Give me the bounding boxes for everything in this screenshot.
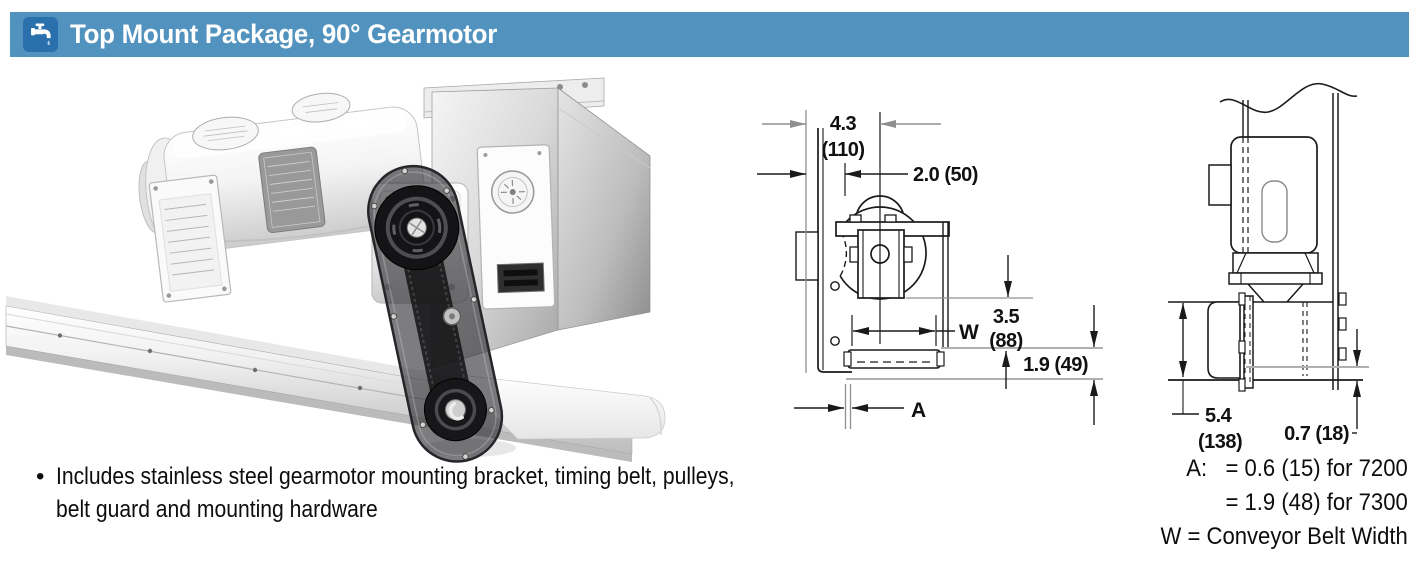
belt-guard (367, 164, 504, 463)
washdown-faucet-icon (23, 17, 58, 52)
page-title: Top Mount Package, 90° Gearmotor (70, 19, 498, 49)
offset-a-label: A (911, 399, 926, 422)
legend-line-a-7200: A: = 0.6 (15) for 7200 (1186, 455, 1408, 482)
faucet-glyph (31, 23, 51, 46)
dim-lip-label: 0.7 (18) (1284, 423, 1349, 445)
front-view-diagram: 4.3 (110) 2.0 (50) W 3.5 (88) 1.9 (49) A (757, 110, 1103, 429)
extension-lines (805, 110, 1033, 429)
dim-bracket-in-label: 4.3 (830, 113, 857, 135)
controller-box (476, 144, 556, 310)
dim-bracket-mm-label: (110) (821, 139, 864, 161)
dim-offset-label: 2.0 (50) (913, 164, 978, 186)
belt-width-label: W (959, 321, 979, 344)
top-pulley (374, 185, 460, 271)
switch-window (496, 262, 545, 294)
note-line-2: belt guard and mounting hardware (56, 496, 379, 523)
dimension-legend: A: = 0.6 (15) for 7200 = 1.9 (48) for 73… (1139, 452, 1408, 554)
dim-clearance-in-label: 3.5 (993, 306, 1020, 328)
side-view-drawing (1168, 83, 1363, 392)
legend-line-a-7300: = 1.9 (48) for 7300 (1225, 489, 1408, 516)
dim-clearance-mm-label: (88) (989, 330, 1023, 352)
tensioner-bolt (442, 307, 462, 326)
dim-height-in-label: 5.4 (1205, 405, 1233, 427)
legend-line-w: W = Conveyor Belt Width (1160, 523, 1408, 550)
bottom-pulley (423, 378, 487, 442)
side-view-diagram: 5.4 (138) 0.7 (18) (1168, 83, 1369, 453)
conveyor-belt-nose (450, 373, 666, 440)
gearmotor-body (138, 92, 427, 303)
bullet-icon: • (36, 463, 45, 490)
drive-pulley-section (847, 349, 941, 369)
note-line-1: Includes stainless steel gearmotor mount… (56, 463, 735, 490)
section-header-bar: Top Mount Package, 90° Gearmotor (10, 12, 1409, 57)
dim-frame-height-label: 1.9 (49) (1023, 354, 1088, 376)
dim-height-mm-label: (138) (1198, 431, 1242, 453)
conduit-box (148, 174, 232, 303)
motor-nameplate (258, 146, 326, 233)
guard-screws (371, 167, 495, 460)
motor-top-labels (192, 92, 351, 151)
feature-note: • Includes stainless steel gearmotor mou… (36, 460, 827, 526)
product-photo (5, 77, 666, 463)
